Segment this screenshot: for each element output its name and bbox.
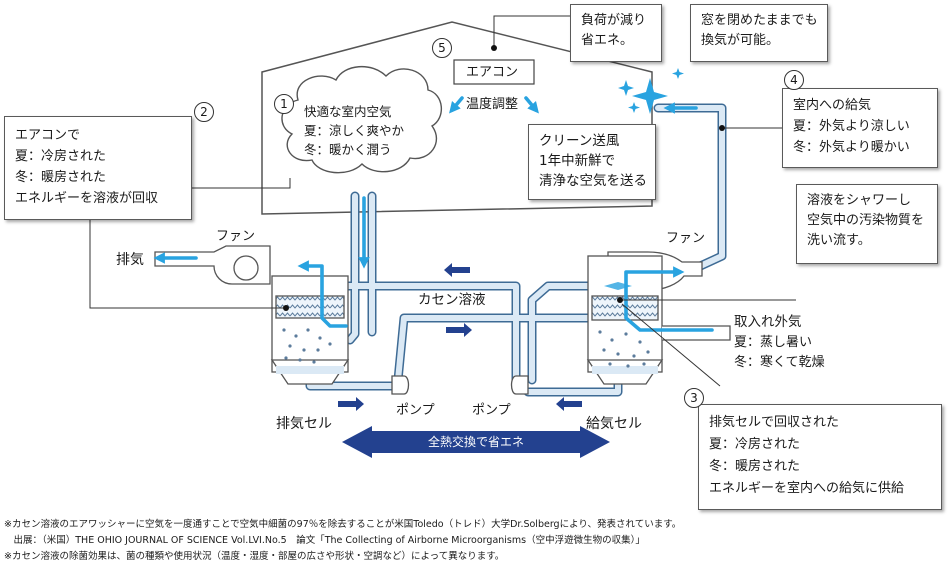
callout-bottom-line-3: 冬：暖房された bbox=[709, 459, 801, 474]
badge-1: 1 bbox=[274, 94, 294, 114]
callout-shower: 溶液をシャワーし 空気中の汚染物質を 洗い流す。 bbox=[796, 184, 938, 264]
pump-left-label: ポンプ bbox=[396, 403, 435, 418]
callout-shower-line-2: 空気中の汚染物質を bbox=[807, 213, 925, 228]
callout-left-line-3: 冬：暖房された bbox=[15, 170, 107, 185]
badge-2: 2 bbox=[194, 102, 214, 122]
badge-5: 5 bbox=[432, 38, 452, 58]
callout-load-reduction: 負荷が減り 省エネ。 bbox=[570, 4, 662, 62]
energy-banner-shape bbox=[342, 426, 610, 458]
footnote-3: ※カセン溶液の除菌効果は、菌の種類や使用状況（温度・湿度・部屋の広さや形状・空調… bbox=[4, 551, 505, 562]
footnote-1: ※カセン溶液のエアワッシャーに空気を一度通すことで空気中細菌の97％を除去するこ… bbox=[4, 519, 682, 530]
fan-left-label: ファン bbox=[216, 229, 256, 244]
comfort-cloud bbox=[281, 65, 442, 174]
clean-air-line-3: 清浄な空気を送る bbox=[539, 173, 647, 189]
sparkle-icons bbox=[618, 68, 684, 114]
clean-air-line-1: クリーン送風 bbox=[539, 133, 620, 149]
callout-left-line-4: エネルギーを溶液が回収 bbox=[15, 191, 159, 206]
cloud-line-2: 夏：涼しく爽やか bbox=[304, 123, 405, 138]
callout-left-line-1: エアコンで bbox=[15, 128, 81, 143]
exhaust-cell-label: 排気セル bbox=[276, 416, 332, 432]
solution-flow-arrows bbox=[338, 263, 582, 411]
pump-right-label: ポンプ bbox=[472, 403, 511, 418]
badge-3: 3 bbox=[684, 388, 704, 408]
aircon-unit bbox=[453, 59, 535, 85]
chevron-arrows bbox=[604, 282, 632, 290]
aircon-label: エアコン bbox=[466, 65, 519, 80]
callout-bottom-line-4: エネルギーを室内への給気に供給 bbox=[709, 481, 905, 496]
callout-window-line-2: 換気が可能。 bbox=[701, 33, 780, 48]
exhaust-label: 排気 bbox=[116, 252, 144, 268]
intake-summer: 夏：蒸し暑い bbox=[734, 335, 813, 350]
cloud-text: 快適な室内空気 夏：涼しく爽やか 冬：暖かく潤う bbox=[304, 102, 404, 159]
badge-4: 4 bbox=[784, 70, 804, 90]
callout-energy-recovery: エアコンで 夏：冷房された 冬：暖房された エネルギーを溶液が回収 bbox=[4, 116, 192, 220]
fan-left bbox=[154, 245, 271, 285]
supply-cell-label: 給気セル bbox=[586, 416, 642, 432]
clean-air-box: クリーン送風 1年中新鮮で 清浄な空気を送る bbox=[528, 124, 656, 200]
footnote-2: 出展：（米国）THE OHIO JOURNAL OF SCIENCE Vol.L… bbox=[4, 535, 645, 546]
callout-shower-line-3: 洗い流す。 bbox=[807, 233, 871, 248]
callout-bottom-line-2: 夏：冷房された bbox=[709, 437, 801, 452]
callout-load-line-2: 省エネ。 bbox=[581, 33, 634, 48]
solution-label: カセン溶液 bbox=[418, 292, 486, 308]
callout-supply-line-2: 夏：外気より涼しい bbox=[793, 119, 910, 134]
callout-load-line-1: 負荷が減り bbox=[581, 13, 647, 28]
callout-supply-air: 室内への給気 夏：外気より涼しい 冬：外気より暖かい bbox=[782, 88, 938, 168]
footnotes: ※カセン溶液のエアワッシャーに空気を一度通すことで空気中細菌の97％を除去するこ… bbox=[4, 517, 681, 565]
callout-supply-line-3: 冬：外気より暖かい bbox=[793, 140, 910, 155]
supply-cell-drops bbox=[598, 330, 650, 368]
intake-winter: 冬：寒くて乾燥 bbox=[734, 355, 825, 370]
callout-left-line-2: 夏：冷房された bbox=[15, 149, 107, 164]
callout-exhaust-recovery: 排気セルで回収された 夏：冷房された 冬：暖房された エネルギーを室内への給気に… bbox=[698, 404, 942, 510]
cloud-line-1: 快適な室内空気 bbox=[304, 104, 392, 119]
clean-air-line-2: 1年中新鮮で bbox=[539, 153, 616, 169]
exhaust-cell-drops bbox=[282, 328, 332, 364]
fan-right-label: ファン bbox=[666, 231, 706, 246]
callout-shower-line-1: 溶液をシャワーし bbox=[807, 193, 912, 208]
pump-left bbox=[391, 375, 410, 395]
airflow-arrows bbox=[153, 96, 714, 332]
pump-right bbox=[510, 375, 529, 395]
temp-control-label: 温度調整 bbox=[466, 97, 519, 112]
energy-exchange-banner: 全熱交換で省エネ bbox=[427, 435, 524, 449]
intake-title: 取入れ外気 bbox=[734, 314, 802, 330]
callout-window-closed: 窓を閉めたままでも 換気が可能。 bbox=[690, 4, 828, 62]
exhaust-cell-body bbox=[270, 275, 350, 385]
cloud-line-3: 冬：暖かく潤う bbox=[304, 142, 392, 157]
callout-supply-line-1: 室内への給気 bbox=[793, 98, 872, 113]
callout-window-line-1: 窓を閉めたままでも bbox=[701, 13, 818, 28]
callout-bottom-line-1: 排気セルで回収された bbox=[709, 415, 840, 430]
